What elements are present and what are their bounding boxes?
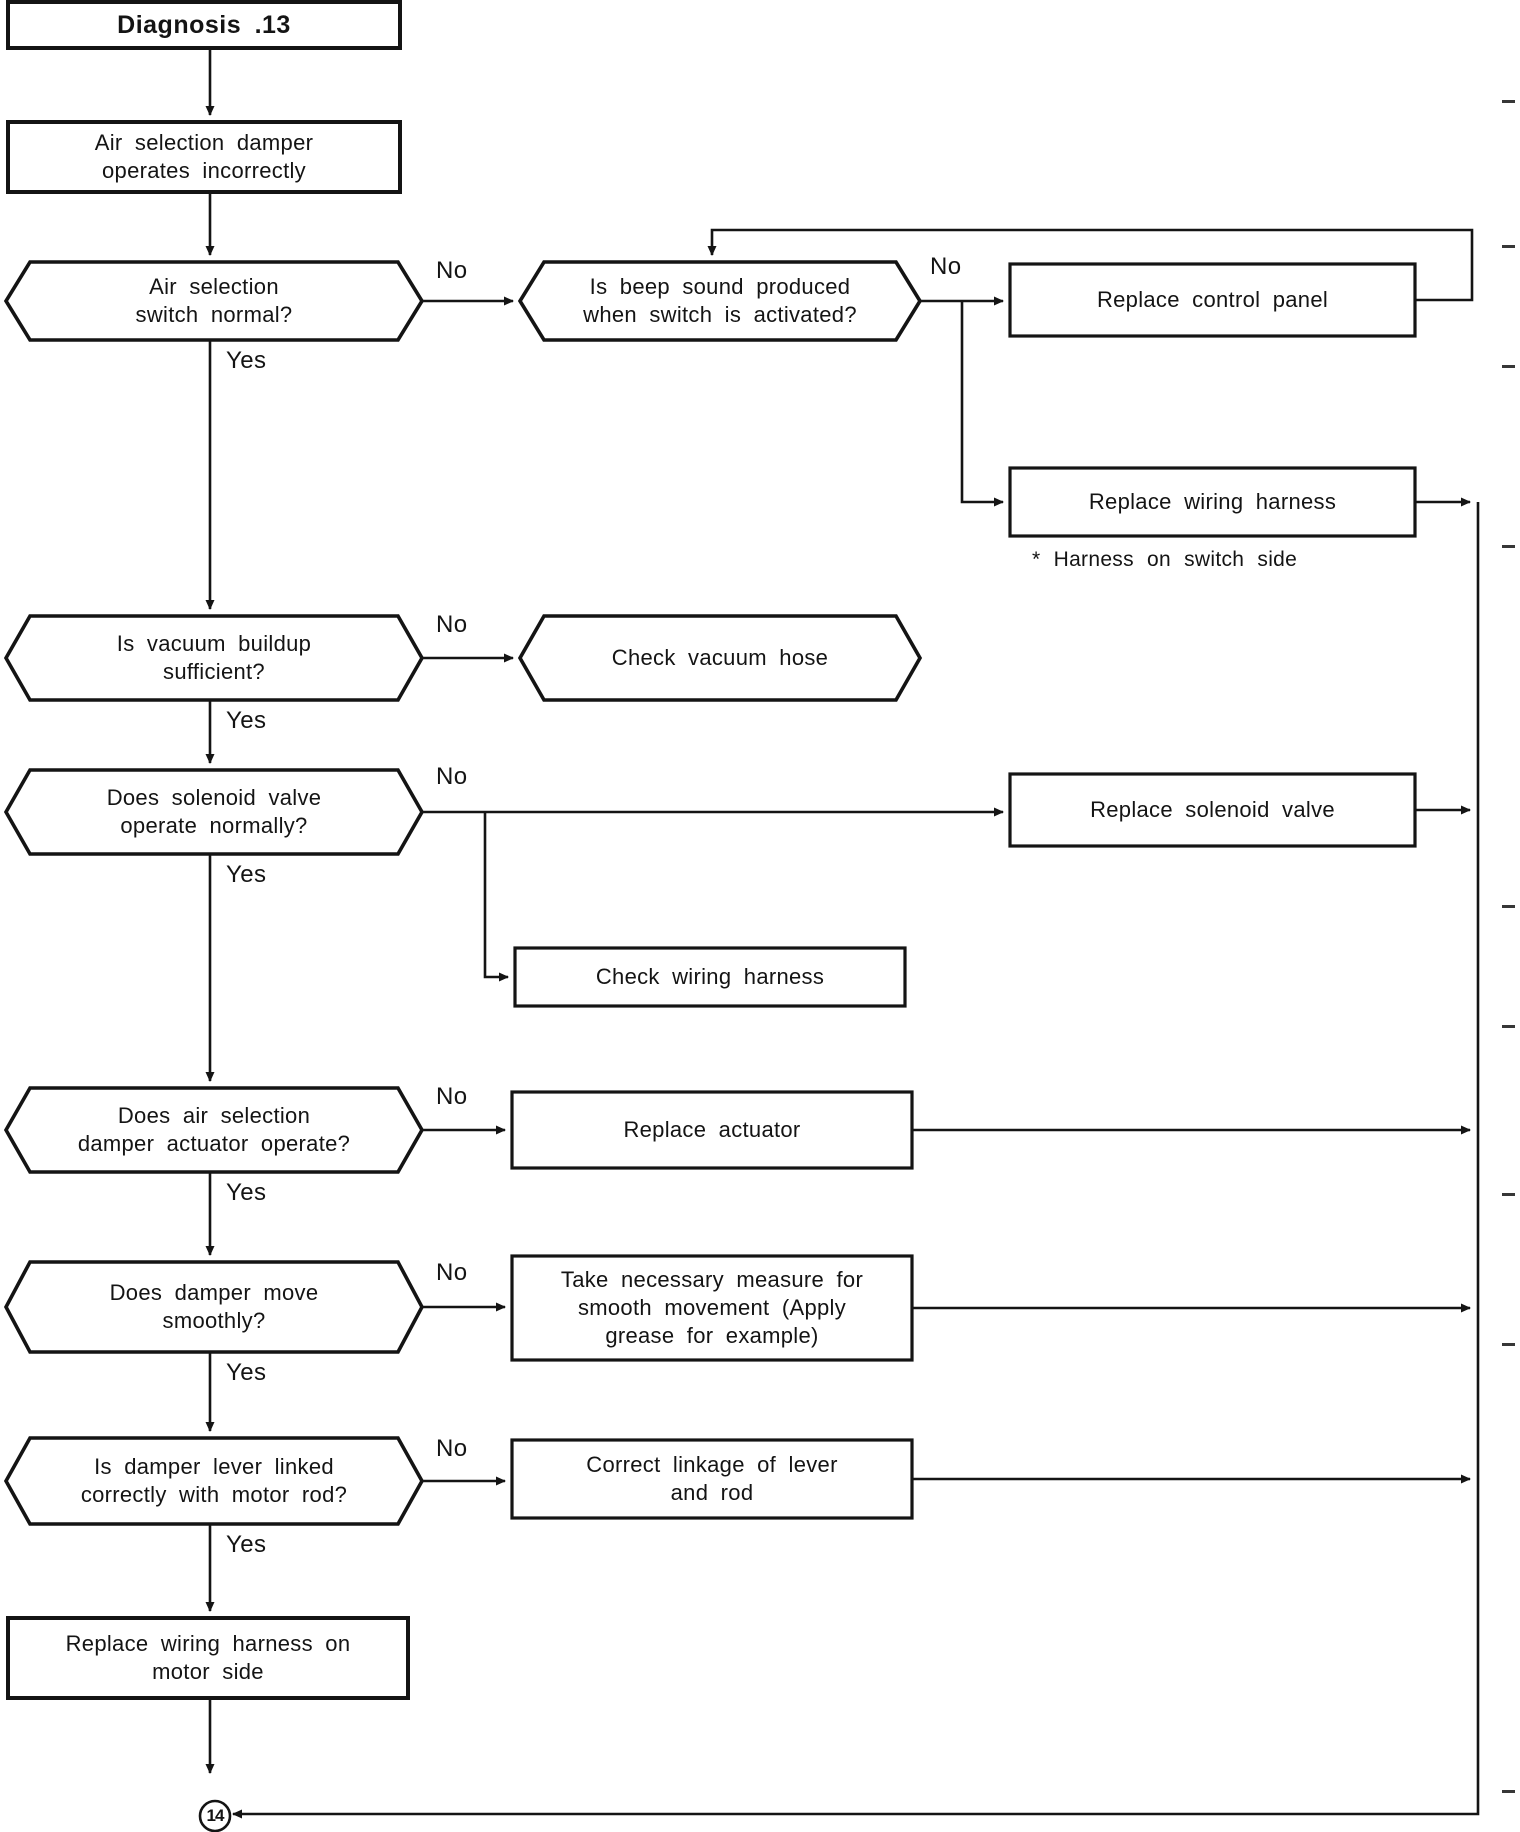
text-line: smooth movement (Apply xyxy=(577,1295,847,1320)
collector-line-to-connector xyxy=(232,502,1480,1819)
decision-damper-move xyxy=(3,1260,425,1354)
margin-tick xyxy=(1502,905,1515,908)
text-line: Replace wiring harness xyxy=(1088,489,1337,514)
edge-label-no-damper: No xyxy=(436,1259,468,1286)
margin-tick xyxy=(1502,100,1515,103)
text-line: Replace solenoid valve xyxy=(1090,797,1335,822)
text-line: and rod xyxy=(670,1480,754,1505)
decision-damper-lever xyxy=(3,1436,425,1526)
text-line: Does solenoid valve xyxy=(106,785,322,810)
edge-label-no-switch: No xyxy=(436,257,468,284)
text-line: 14 xyxy=(206,1806,225,1825)
text-line: correctly with motor rod? xyxy=(80,1482,348,1507)
text-line: Does air selection xyxy=(117,1103,311,1128)
text-line: Is damper lever linked xyxy=(94,1454,334,1479)
start-node-label: Air selection damper operates incorrectl… xyxy=(8,122,400,192)
text-line: Replace wiring harness on xyxy=(65,1631,351,1656)
page-connector-label: 14 xyxy=(204,1806,226,1826)
decision-air-selection-switch-label: Air selection switch normal? xyxy=(30,262,398,340)
text-line: when switch is activated? xyxy=(583,302,857,327)
box-title xyxy=(6,0,402,50)
text-line: grease for example) xyxy=(605,1323,819,1348)
text-line: motor side xyxy=(152,1659,264,1684)
box-replace-actuator xyxy=(510,1090,914,1170)
decision-damper-actuator xyxy=(3,1086,425,1174)
box-replace-wiring-harness xyxy=(1008,466,1417,538)
box-replace-actuator-label: Replace actuator xyxy=(512,1092,912,1168)
edge-label-yes-switch: Yes xyxy=(226,347,267,374)
edge-control-panel-loop-to-beep xyxy=(707,228,1474,302)
text-line: operate normally? xyxy=(120,813,308,838)
margin-tick xyxy=(1502,365,1515,368)
box-replace-wiring-harness-label: Replace wiring harness xyxy=(1010,468,1415,536)
edge-solenoid-no-to-check-wiring xyxy=(483,812,509,982)
box-correct-linkage-label: Correct linkage of lever and rod xyxy=(512,1440,912,1518)
decision-solenoid-valve-label: Does solenoid valve operate normally? xyxy=(30,770,398,854)
box-replace-control-panel xyxy=(1008,262,1417,338)
edge-label-yes-damper: Yes xyxy=(226,1359,267,1386)
edge-label-no-actuator: No xyxy=(436,1083,468,1110)
page-title: Diagnosis .13 xyxy=(8,2,400,48)
margin-tick xyxy=(1502,1025,1515,1028)
edge-label-yes-lever: Yes xyxy=(226,1531,267,1558)
text-line: * Harness on switch side xyxy=(1032,548,1298,571)
decision-damper-lever-label: Is damper lever linked correctly with mo… xyxy=(30,1438,398,1524)
margin-tick xyxy=(1502,245,1515,248)
text-line: Check vacuum hose xyxy=(611,645,829,670)
text-line: damper actuator operate? xyxy=(77,1131,351,1156)
text-line: operates incorrectly xyxy=(102,158,306,183)
text-line: Replace actuator xyxy=(623,1117,801,1142)
box-replace-solenoid-valve xyxy=(1008,772,1417,848)
edge-label-no-vacuum: No xyxy=(436,611,468,638)
margin-tick xyxy=(1502,1343,1515,1346)
decision-damper-move-label: Does damper move smoothly? xyxy=(30,1262,398,1352)
box-replace-solenoid-valve-label: Replace solenoid valve xyxy=(1010,774,1415,846)
edge-label-yes-vacuum: Yes xyxy=(226,707,267,734)
box-take-measure xyxy=(510,1254,914,1362)
text-line: Air selection xyxy=(149,274,279,299)
edge-label-no-lever: No xyxy=(436,1435,468,1462)
text-line: Diagnosis .13 xyxy=(117,11,291,39)
decision-beep-sound-label: Is beep sound produced when switch is ac… xyxy=(540,262,900,340)
box-correct-linkage xyxy=(510,1438,914,1520)
text-line: switch normal? xyxy=(135,302,293,327)
edge-beep-no-to-wiring-harness xyxy=(960,301,1004,507)
edge-label-yes-actuator: Yes xyxy=(226,1179,267,1206)
margin-tick xyxy=(1502,1790,1515,1793)
text-line: smoothly? xyxy=(162,1308,266,1333)
edge-label-no-beep: No xyxy=(930,253,962,280)
text-line: Replace control panel xyxy=(1096,287,1329,312)
text-line: Is vacuum buildup xyxy=(116,631,312,656)
decision-vacuum-buildup-label: Is vacuum buildup sufficient? xyxy=(30,616,398,700)
text-line: Does damper move xyxy=(109,1280,319,1305)
decision-vacuum-buildup xyxy=(3,614,425,702)
decision-beep-sound xyxy=(517,260,923,342)
harness-note: * Harness on switch side xyxy=(1032,548,1297,572)
text-line: Check wiring harness xyxy=(595,964,825,989)
box-replace-harness-motor-label: Replace wiring harness on motor side xyxy=(8,1618,408,1698)
box-replace-harness-motor xyxy=(6,1616,410,1700)
edge-label-yes-solenoid: Yes xyxy=(226,861,267,888)
box-start xyxy=(6,120,402,194)
box-check-wiring-harness xyxy=(513,946,907,1008)
margin-tick xyxy=(1502,545,1515,548)
hexagon-check-vacuum-hose xyxy=(517,614,923,702)
margin-tick xyxy=(1502,1193,1515,1196)
text-line: Take necessary measure for xyxy=(560,1267,864,1292)
box-replace-control-panel-label: Replace control panel xyxy=(1010,264,1415,336)
decision-solenoid-valve xyxy=(3,768,425,856)
hexagon-check-vacuum-hose-label: Check vacuum hose xyxy=(540,616,900,700)
page-connector-circle xyxy=(198,1799,232,1832)
box-take-measure-label: Take necessary measure for smooth moveme… xyxy=(512,1256,912,1360)
box-check-wiring-harness-label: Check wiring harness xyxy=(515,948,905,1006)
decision-damper-actuator-label: Does air selection damper actuator opera… xyxy=(30,1088,398,1172)
decision-air-selection-switch xyxy=(3,260,425,342)
edge-label-no-solenoid: No xyxy=(436,763,468,790)
text-line: Air selection damper xyxy=(94,130,314,155)
text-line: Is beep sound produced xyxy=(589,274,851,299)
text-line: sufficient? xyxy=(163,659,265,684)
text-line: Correct linkage of lever xyxy=(586,1452,838,1477)
